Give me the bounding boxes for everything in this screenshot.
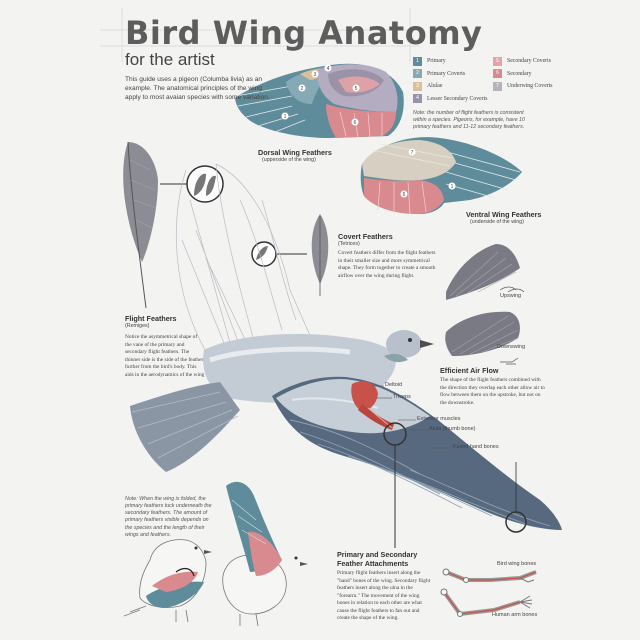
legend-swatch: 1 xyxy=(413,56,422,66)
flight-feather-count-note: Note: the number of flight feathers is c… xyxy=(413,110,525,131)
legend-label: Underwing Coverts xyxy=(507,83,553,90)
legend-item-underwing-coverts: 7 Underwing Coverts xyxy=(493,81,573,91)
downswing-label: Downswing xyxy=(497,344,526,350)
legend-label: Alulae xyxy=(427,83,443,90)
ventral-marker-7: 7 xyxy=(411,150,414,156)
legend-item-secondary: 6 Secondary xyxy=(493,69,573,79)
legend-swatch: 4 xyxy=(413,94,422,104)
legend-label: Primary Coverts xyxy=(427,70,466,77)
legend-item-secondary-coverts: 5 Secondary Coverts xyxy=(493,56,573,66)
legend-swatch: 2 xyxy=(413,69,422,79)
legend-swatch: 7 xyxy=(493,81,502,91)
ventral-marker-1: 1 xyxy=(451,184,454,190)
dorsal-title: Dorsal Wing Feathers xyxy=(258,148,332,157)
human-arm-bones-label: Human arm bones xyxy=(492,612,538,618)
dorsal-subtitle: (upperside of the wing) xyxy=(262,157,316,163)
triceps-label: Triceps xyxy=(393,394,411,400)
flight-subtitle: (Remiges) xyxy=(125,323,150,329)
covert-subtitle: (Tetrices) xyxy=(338,241,360,247)
ventral-marker-6: 6 xyxy=(403,192,406,198)
page-title: Bird Wing Anatomy xyxy=(125,14,483,52)
dorsal-marker-3: 3 xyxy=(314,72,317,78)
human-arm-bones-diagram xyxy=(440,588,533,617)
flight-title: Flight Feathers xyxy=(125,314,177,323)
dorsal-marker-4: 4 xyxy=(327,66,330,72)
flight-body: Notice the asymmetrical shape of the van… xyxy=(125,334,205,378)
folded-wing-pigeon xyxy=(123,539,212,623)
covert-title: Covert Feathers xyxy=(338,232,393,241)
bird-wing-bones-label: Bird wing bones xyxy=(497,561,537,567)
legend-item-lesser-secondary-coverts: 4 Lesser Secondary Coverts xyxy=(413,94,563,104)
downswing-wing-diagram xyxy=(445,311,520,365)
ventral-wing-diagram: 7 6 1 xyxy=(360,137,522,215)
dorsal-wing-diagram: 1 2 3 4 5 6 xyxy=(235,63,404,138)
pigeon-illustration xyxy=(130,330,434,472)
fused-hand-bones-label: Fused hand bones xyxy=(453,444,499,450)
airflow-body: The shape of the flight feathers combine… xyxy=(440,377,545,406)
bird-wing-bones-diagram xyxy=(442,568,537,583)
attachments-title-2: Feather Attachments xyxy=(337,559,409,568)
upswing-label: Upswing xyxy=(500,293,522,299)
attachments-body: Primary flight feathers insert along the… xyxy=(337,570,431,622)
legend-swatch: 6 xyxy=(493,69,502,79)
dorsal-marker-1: 1 xyxy=(284,114,287,120)
legend-label: Primary xyxy=(427,58,446,65)
upswing-wing-diagram xyxy=(446,244,525,300)
title-guidelines xyxy=(100,8,420,62)
legend-item-primary-coverts: 2 Primary Coverts xyxy=(413,69,493,79)
feather-barbs-detail xyxy=(194,173,216,196)
ventral-title: Ventral Wing Feathers xyxy=(466,210,542,219)
legend-label: Secondary xyxy=(507,70,532,77)
legend-swatch: 3 xyxy=(413,81,422,91)
legend-item-primary: 1 Primary xyxy=(413,56,493,66)
covert-body: Covert feathers differ from the flight f… xyxy=(338,250,436,279)
legend-swatch: 5 xyxy=(493,56,502,66)
covert-feather-illustration xyxy=(311,214,329,296)
raised-wing-pigeon xyxy=(222,481,308,627)
intro-text: This guide uses a pigeon (Columba livia)… xyxy=(125,76,270,101)
dorsal-marker-2: 2 xyxy=(301,86,304,92)
attachments-title: Primary and Secondary xyxy=(337,550,418,559)
flight-feather-zoom-circle xyxy=(186,165,224,203)
legend-label: Secondary Coverts xyxy=(507,58,551,65)
folded-wing-note: Note: When the wing is folded, the prima… xyxy=(125,496,212,538)
legend-label: Lesser Secondary Coverts xyxy=(427,95,488,102)
flight-feather-illustration xyxy=(123,141,158,309)
alula-label: Alula (thumb bone) xyxy=(429,426,476,432)
legend-item-alulae: 3 Alulae xyxy=(413,81,493,91)
extended-wing-illustration xyxy=(272,376,562,530)
extensor-muscles-label: Extensor muscles xyxy=(417,416,461,422)
dorsal-marker-6: 6 xyxy=(354,120,357,126)
ventral-subtitle: (underside of the wing) xyxy=(470,219,524,225)
feather-legend: 1 Primary 5 Secondary Coverts 2 Primary … xyxy=(413,55,573,105)
deltoid-label: Deltoid xyxy=(385,382,403,388)
dorsal-marker-5: 5 xyxy=(355,86,358,92)
airflow-title: Efficient Air Flow xyxy=(440,366,499,375)
anatomy-leader-lines xyxy=(372,385,452,449)
page-subtitle: for the artist xyxy=(125,50,215,69)
